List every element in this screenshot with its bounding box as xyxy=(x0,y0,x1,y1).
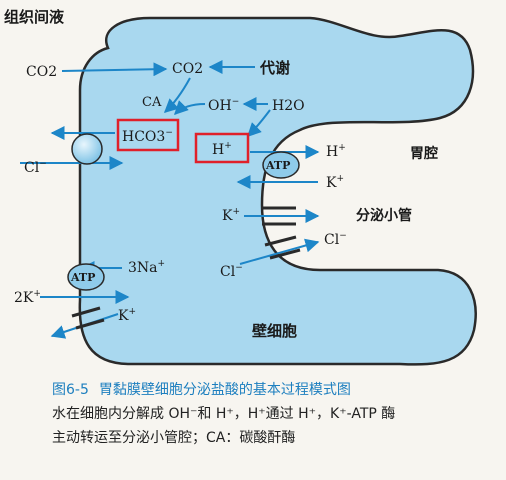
na-k-pump xyxy=(67,263,105,291)
anion-exchanger xyxy=(71,133,103,165)
co2-influx-arrow xyxy=(61,62,168,77)
figure-title: 胃黏膜壁细胞分泌盐酸的基本过程模式图 xyxy=(98,382,351,398)
h-inside-label: H+ xyxy=(212,141,232,158)
figure-number: 图6-5 xyxy=(52,382,89,398)
k-basal-label: K+ xyxy=(118,307,136,324)
basal-k-channel-bar-top xyxy=(71,306,101,318)
h-lumen-label: H+ xyxy=(326,143,346,160)
hco3-label: HCO3− xyxy=(122,128,173,145)
co2-inside-label: CO2 xyxy=(172,61,203,77)
oh-label: OH− xyxy=(208,97,239,114)
caption-line-2: 主动转运至分泌小管腔；CA：碳酸酐酶 xyxy=(52,430,296,446)
hco3-highlight xyxy=(116,118,180,152)
cl-channel-arrow xyxy=(239,238,320,265)
canaliculus-label: 分泌小管 xyxy=(356,207,412,224)
caption-title-line: 图6-5 胃黏膜壁细胞分泌盐酸的基本过程模式图 xyxy=(52,378,492,402)
na-k-pump-label: ATP xyxy=(70,271,95,284)
cl-channel-bar-top xyxy=(264,235,297,247)
co2-outside-label: CO2 xyxy=(26,64,57,80)
k-lumen-label: K+ xyxy=(326,174,344,191)
gastric-cavity-label: 胃腔 xyxy=(410,145,438,162)
figure-caption: 图6-5 胃黏膜壁细胞分泌盐酸的基本过程模式图 水在细胞内分解成 OH⁻和 H⁺，… xyxy=(52,378,492,450)
caption-line-1: 水在细胞内分解成 OH⁻和 H⁺，H⁺通过 H⁺，K⁺-ATP 酶 xyxy=(52,406,396,422)
cl-channel-label: Cl− xyxy=(220,263,243,280)
h2o-label: H2O xyxy=(272,98,305,114)
proton-pump xyxy=(262,151,300,179)
k2-label: 2K+ xyxy=(14,289,41,306)
oh-to-hco3-arrow xyxy=(174,100,206,115)
na3-label: 3Na+ xyxy=(128,259,165,276)
k-channel-label: K+ xyxy=(222,207,240,224)
co2-to-hco3-arrow xyxy=(163,77,191,113)
channels xyxy=(71,206,301,330)
proton-pump-label: ATP xyxy=(265,159,290,172)
cl-channel-bar-bottom xyxy=(269,248,301,260)
h2o-to-h-arrow xyxy=(247,109,271,137)
parietal-cell-label: 壁细胞 xyxy=(252,322,297,340)
arrows xyxy=(20,60,320,339)
interstitial-label: 组织间液 xyxy=(4,8,65,26)
cl-outside-label: Cl− xyxy=(24,159,47,176)
cl-lumen-label: Cl− xyxy=(324,231,347,248)
metabolism-label: 代谢 xyxy=(259,59,290,77)
h-highlight xyxy=(194,132,250,164)
basal-k-channel-bar-bottom xyxy=(75,318,105,330)
ca-label: CA xyxy=(142,95,162,110)
